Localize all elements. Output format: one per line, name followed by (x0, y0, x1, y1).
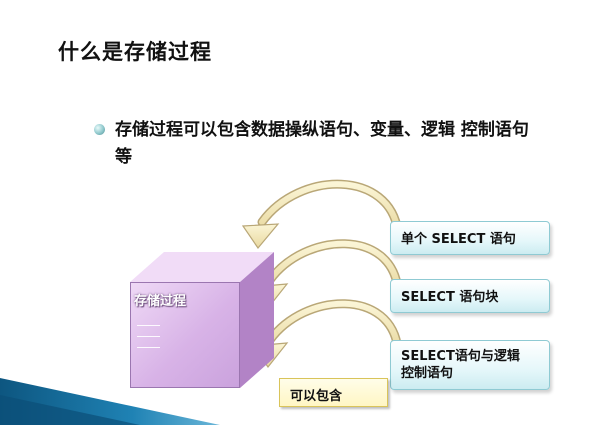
arrow-2 (251, 239, 403, 309)
callout-select-block: SELECT 语句块 (390, 279, 550, 313)
arrow-1 (241, 179, 403, 249)
box-line (137, 336, 160, 337)
arrow-3 (251, 299, 403, 368)
slide-title: 什么是存储过程 (58, 40, 212, 64)
callout-label: SELECT 语句块 (401, 290, 499, 305)
callout-label: 单个 SELECT 语句 (401, 232, 516, 247)
box-line (137, 347, 160, 348)
box-line (137, 325, 160, 326)
callout-label-line-1: SELECT语句与逻辑 (401, 349, 520, 364)
bullet-icon (94, 124, 105, 135)
callout-select-logic: SELECT语句与逻辑 控制语句 (390, 340, 550, 390)
callout-single-select: 单个 SELECT 语句 (390, 221, 550, 255)
bullet-line-1: 存储过程可以包含数据操纵语句、变量、逻辑 控制语句 (115, 120, 529, 140)
stored-procedure-box (130, 282, 240, 388)
box-label: 存储过程 (134, 294, 187, 309)
bullet-text: 存储过程可以包含数据操纵语句、变量、逻辑 控制语句 等 (115, 117, 600, 171)
callout-label-line-2: 控制语句 (401, 366, 454, 381)
bullet-line-2: 等 (115, 147, 132, 167)
contains-label: 可以包含 (279, 378, 388, 407)
